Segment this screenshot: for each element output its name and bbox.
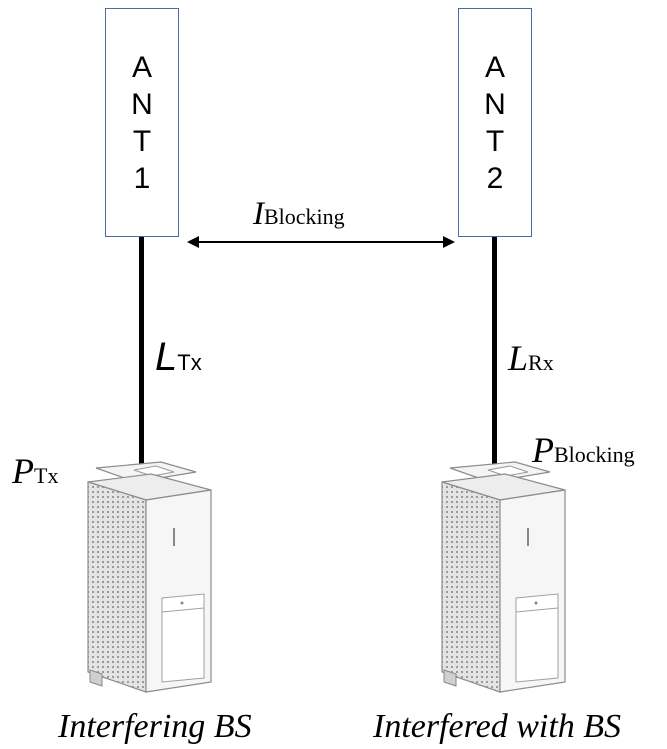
p-blocking-sub: Blocking [554,442,635,467]
l-rx-label: LRx [508,340,554,376]
antenna-1-char: T [132,124,152,158]
p-blocking-label: PBlocking [532,432,635,468]
caption-interfered-bs: Interfered with BS [373,708,622,745]
antenna-1-char: A [131,50,152,84]
l-rx-sub: Rx [528,350,554,375]
p-tx-label: PTx [12,453,58,489]
interfering-bs-device [87,461,212,693]
antenna-2-char: 2 [486,161,504,195]
l-tx-label: LTx [155,337,202,377]
cable-rx [492,237,497,469]
antenna-1-char: 1 [133,161,151,195]
p-tx-main: P [12,451,34,491]
interfered-bs-device [441,461,566,693]
p-tx-sub: Tx [34,463,59,488]
blocking-arrow [187,236,455,248]
i-blocking-main: I [253,196,264,232]
antenna-2-char: N [484,87,506,121]
antenna-2-char: A [484,50,505,84]
l-tx-sub: Tx [177,350,202,375]
cable-tx [139,237,144,469]
antenna-1-char: N [131,87,153,121]
i-blocking-label: IBlocking [253,198,345,231]
l-tx-main: L [155,335,178,379]
p-blocking-main: P [532,430,554,470]
i-blocking-sub: Blocking [264,204,345,229]
antenna-2-char: T [485,124,505,158]
caption-interfering-bs: Interfering BS [58,708,252,745]
antenna-2-box: A N T 2 [458,8,532,237]
l-rx-main: L [508,338,529,378]
antenna-1-box: A N T 1 [105,8,179,237]
